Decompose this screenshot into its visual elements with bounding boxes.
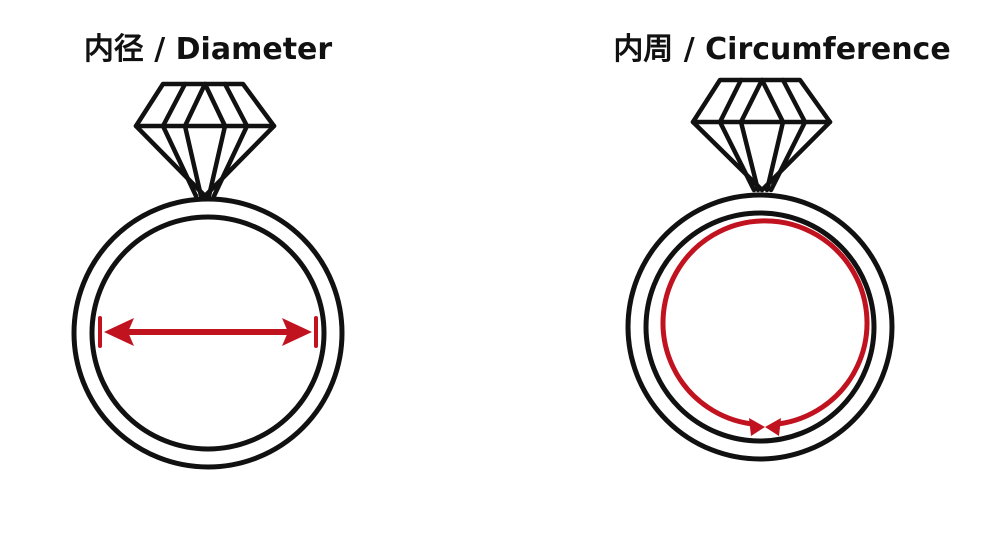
diameter-panel: 内径 / Diameter	[0, 0, 420, 551]
diamond-ring-icon	[71, 81, 345, 470]
circumference-ring-diagram	[625, 77, 895, 462]
circumference-title: 内周 / Circumference	[613, 32, 951, 67]
diameter-ring-diagram	[71, 81, 345, 470]
diamond-ring-icon	[625, 77, 895, 462]
diameter-title: 内径 / Diameter	[83, 32, 333, 67]
circular-arrow-icon	[660, 218, 870, 436]
circumference-panel: 内周 / Circumference	[560, 0, 1000, 551]
double-headed-arrow-icon	[98, 316, 318, 348]
